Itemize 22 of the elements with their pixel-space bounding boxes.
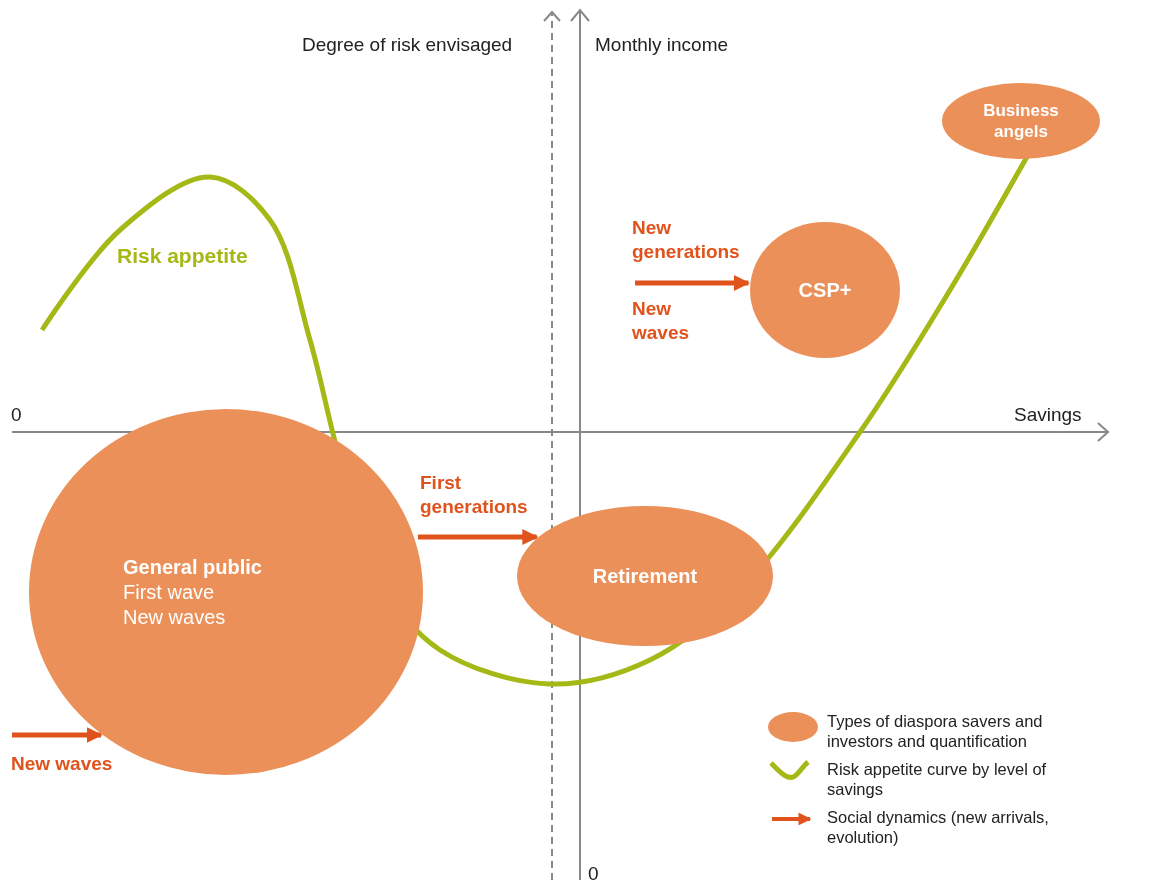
legend-text: Types of diaspora savers and investors and quantification — [827, 712, 1044, 752]
dynamics-label: New waves — [11, 752, 113, 776]
node-label: First wave — [123, 579, 216, 605]
axis-title: Savings — [1014, 403, 1082, 427]
axis-title: Monthly income — [595, 33, 729, 57]
node-label: New waves — [123, 604, 227, 630]
axis-title: Degree of risk envisaged — [302, 33, 513, 57]
arrow — [635, 275, 750, 291]
dynamics-label: First generations — [420, 471, 529, 519]
axis-value: 0 — [11, 403, 22, 427]
node-label: CSP+ — [797, 277, 853, 303]
curve-label: Risk appetite — [117, 243, 248, 269]
axis-value: 0 — [588, 862, 599, 885]
arrow — [12, 727, 103, 743]
node-label: General public — [123, 554, 263, 580]
arrow — [417, 529, 539, 545]
dynamics-label: New waves — [632, 297, 691, 345]
dynamics-label: New generations — [632, 216, 741, 264]
legend-text: Social dynamics (new arrivals, evolution) — [827, 808, 1050, 848]
legend-text: Risk appetite curve by level of savings — [827, 760, 1048, 800]
node-label: Business angels — [982, 99, 1060, 143]
node-label: Retirement — [591, 563, 699, 589]
